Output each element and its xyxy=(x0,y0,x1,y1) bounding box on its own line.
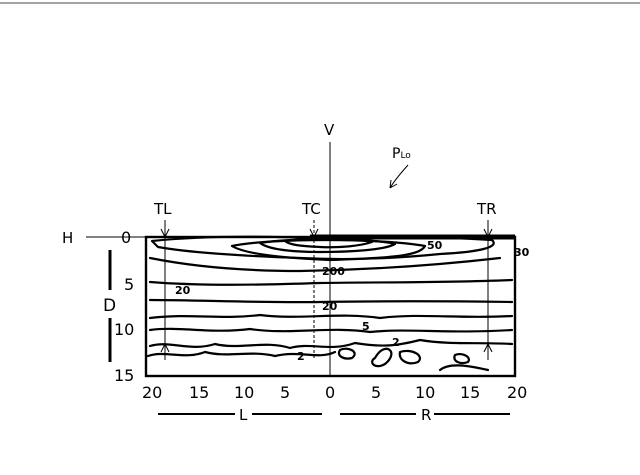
contour-label-2-left: 2 xyxy=(297,350,305,363)
marker-tl: TL xyxy=(153,200,172,218)
x-tick: 10 xyxy=(234,383,254,402)
y-tick-0: 0 xyxy=(121,228,131,247)
h-axis-label: H xyxy=(62,229,73,247)
d-range-label: D xyxy=(103,296,116,316)
y-tick-5: 5 xyxy=(124,275,134,294)
y-tick-10: 10 xyxy=(114,320,134,339)
pattern-label: PLo xyxy=(392,146,411,162)
contour-label-20-center: 20 xyxy=(322,300,338,313)
x-tick: 5 xyxy=(371,383,381,402)
contour-label-200: 200 xyxy=(322,265,345,278)
pattern-pointer-arrow xyxy=(390,165,408,188)
x-tick: 5 xyxy=(280,383,290,402)
x-tick: 10 xyxy=(415,383,435,402)
x-tick: 0 xyxy=(325,383,335,402)
marker-tc: TC xyxy=(301,200,321,218)
contour-label-2-right: 2 xyxy=(392,336,400,349)
r-range-label: R xyxy=(421,406,431,424)
marker-tr: TR xyxy=(476,200,497,218)
x-tick: 15 xyxy=(460,383,480,402)
x-tick: 15 xyxy=(189,383,209,402)
x-tick: 20 xyxy=(507,383,527,402)
contour-label-20-left: 20 xyxy=(175,284,191,297)
contour-label-5: 5 xyxy=(362,320,370,333)
contour-label-30: 30 xyxy=(514,246,530,259)
contour-label-50: 50 xyxy=(427,239,443,252)
y-tick-15: 15 xyxy=(114,366,134,385)
l-range-label: L xyxy=(239,406,248,424)
v-axis-label: V xyxy=(324,121,335,139)
x-tick: 20 xyxy=(142,383,162,402)
